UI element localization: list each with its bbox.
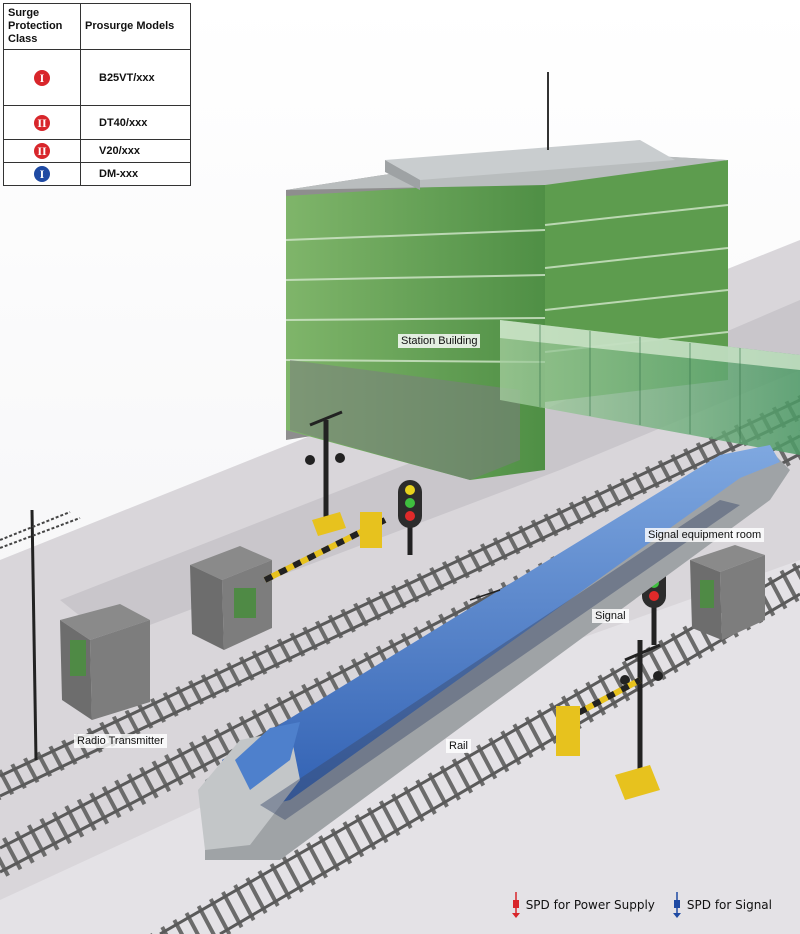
legend-model: V20/xxx bbox=[80, 139, 191, 163]
radio-transmitter-label: Radio Transmitter bbox=[74, 734, 167, 748]
class-ii-red-icon: II bbox=[34, 143, 50, 159]
class-ii-red-icon: II bbox=[34, 114, 50, 131]
legend-header-class: Surge Protection Class bbox=[3, 3, 81, 50]
spd-signal-item: SPD for Signal bbox=[671, 892, 772, 918]
crossing-barrier-icon bbox=[263, 410, 387, 583]
signal-label: Signal bbox=[592, 609, 629, 623]
high-speed-train bbox=[198, 445, 790, 860]
radio-mast bbox=[0, 509, 81, 761]
protection-legend-table: Surge Protection Class Prosurge Models I… bbox=[3, 3, 191, 186]
traffic-signal-icon bbox=[398, 480, 422, 555]
class-i-blue-icon: I bbox=[34, 166, 50, 182]
signal-equipment-room bbox=[690, 545, 765, 640]
legend-model: DT40/xxx bbox=[80, 105, 191, 140]
spd-signal-label: SPD for Signal bbox=[686, 898, 772, 912]
spd-legend: SPD for Power Supply SPD for Signal bbox=[510, 892, 772, 918]
crossing-barrier-icon bbox=[556, 640, 663, 800]
legend-row: II V20/xxx bbox=[3, 139, 191, 163]
power-spd-icon bbox=[511, 892, 520, 918]
track-mid bbox=[0, 395, 800, 800]
spd-power-label: SPD for Power Supply bbox=[525, 898, 655, 912]
spd-power-item: SPD for Power Supply bbox=[510, 892, 655, 918]
legend-row: I B25VT/xxx bbox=[3, 49, 191, 106]
radio-booth bbox=[60, 604, 150, 720]
legend-model: B25VT/xxx bbox=[80, 49, 191, 106]
station-building-label: Station Building bbox=[398, 334, 481, 348]
signal-equipment-room-label: Signal equipment room bbox=[645, 528, 765, 542]
rail-label: Rail bbox=[446, 739, 471, 753]
legend-row: II DT40/xxx bbox=[3, 105, 191, 140]
gate-booth-left bbox=[190, 546, 272, 650]
legend-header-models: Prosurge Models bbox=[80, 3, 191, 50]
signal-spd-icon bbox=[672, 892, 681, 918]
glass-footbridge bbox=[500, 320, 800, 455]
legend-model: DM-xxx bbox=[80, 162, 191, 186]
class-i-red-icon: I bbox=[34, 69, 50, 86]
legend-row: I DM-xxx bbox=[3, 162, 191, 186]
